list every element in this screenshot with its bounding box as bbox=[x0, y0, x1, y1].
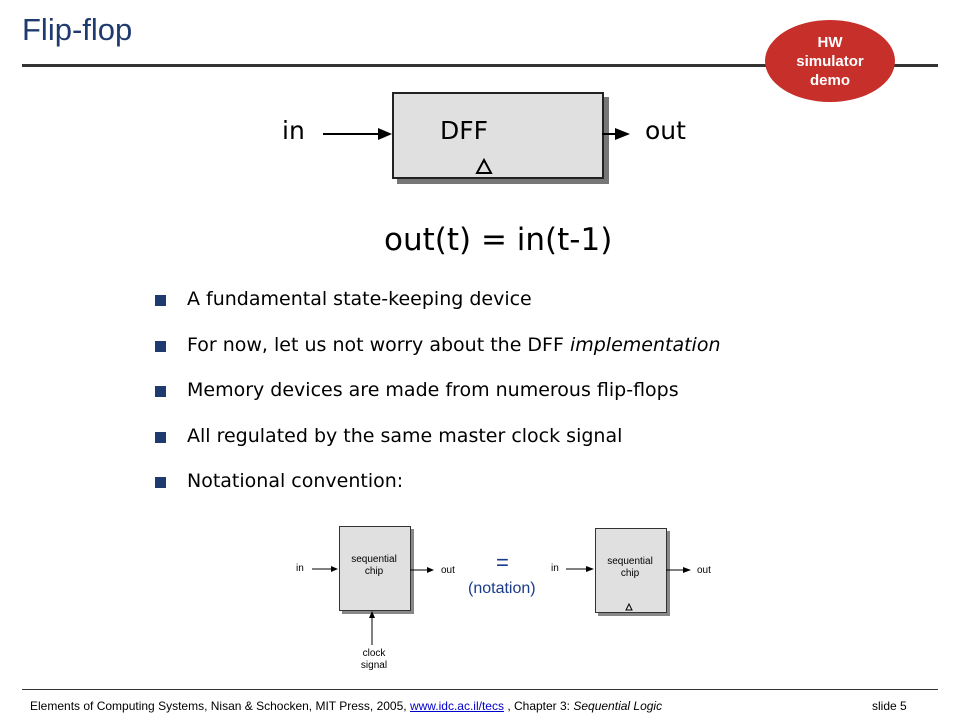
list-item: Notational convention: bbox=[155, 470, 721, 516]
notation-output-label: out bbox=[697, 565, 711, 576]
bullet-icon bbox=[155, 295, 166, 306]
title-divider bbox=[22, 64, 938, 67]
clock-triangle-icon bbox=[475, 157, 493, 174]
notation-equals: = bbox=[496, 550, 509, 575]
demo-badge[interactable]: HW simulator demo bbox=[765, 20, 895, 102]
bullet-icon bbox=[155, 477, 166, 488]
dff-output-arrow-head bbox=[615, 128, 630, 140]
dff-output-label: out bbox=[645, 116, 686, 145]
dff-input-arrow-head bbox=[378, 128, 392, 140]
clock-triangle-icon bbox=[625, 602, 633, 611]
list-item: For now, let us not worry about the DFF … bbox=[155, 334, 721, 380]
slide-number: slide 5 bbox=[872, 699, 907, 713]
notation-label: (notation) bbox=[468, 580, 536, 597]
dff-equation: out(t) = in(t-1) bbox=[384, 222, 613, 258]
demo-badge-label: HW simulator demo bbox=[796, 33, 864, 89]
dff-chip-box bbox=[392, 92, 604, 179]
slide-title: Flip-flop bbox=[22, 12, 133, 47]
bullet-icon bbox=[155, 386, 166, 397]
sequential-chip-with-clock bbox=[339, 526, 411, 611]
notation-input-label: in bbox=[296, 563, 304, 574]
dff-input-label: in bbox=[282, 116, 305, 145]
notation-input-label: in bbox=[551, 563, 559, 574]
list-item: All regulated by the same master clock s… bbox=[155, 425, 721, 471]
bullet-icon bbox=[155, 431, 166, 443]
bullet-list: A fundamental state-keeping device For n… bbox=[155, 288, 721, 516]
list-item: Memory devices are made from numerous fl… bbox=[155, 379, 721, 425]
course-link[interactable]: www.idc.ac.il/tecs bbox=[409, 699, 504, 713]
footer-divider bbox=[22, 689, 938, 690]
notation-output-label: out bbox=[441, 565, 455, 576]
list-item: A fundamental state-keeping device bbox=[155, 288, 721, 334]
footer-citation: Elements of Computing Systems, Nisan & S… bbox=[30, 699, 663, 713]
dff-chip-label: DFF bbox=[440, 116, 489, 145]
bullet-icon bbox=[155, 340, 166, 352]
